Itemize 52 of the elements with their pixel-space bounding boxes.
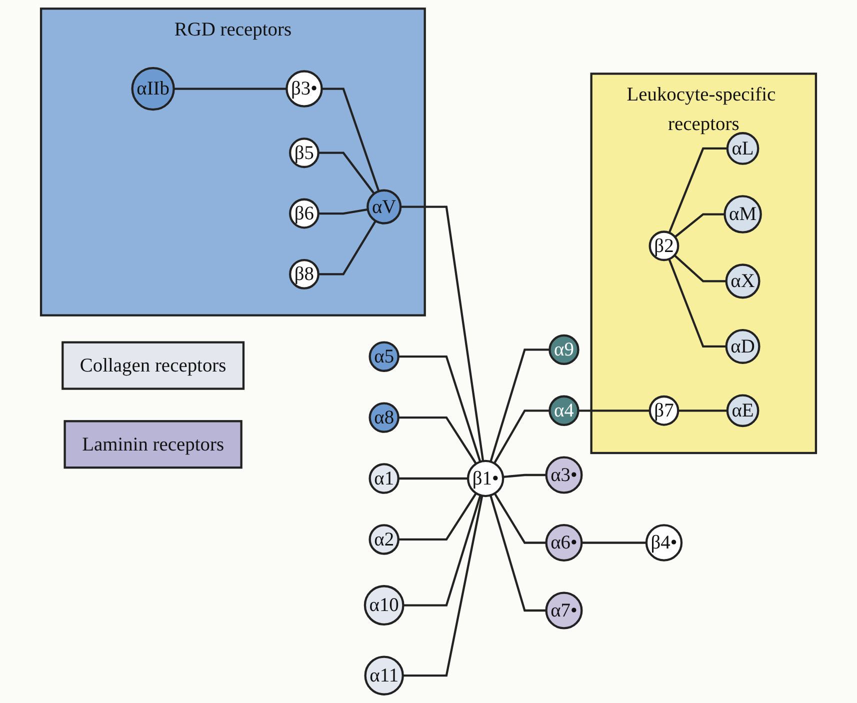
node-circle: αV [366, 189, 402, 224]
connector [674, 254, 726, 282]
connector [400, 206, 484, 462]
connector [403, 494, 482, 606]
connector [668, 147, 728, 234]
connector [490, 495, 546, 612]
node-circle: α1 [368, 463, 400, 494]
node-circle: αD [725, 328, 760, 364]
connector [678, 410, 728, 412]
connector [318, 152, 376, 194]
node-circle: α2 [368, 524, 400, 555]
node-circle: α7• [545, 592, 583, 630]
node-circle: β6 [289, 198, 320, 229]
node-circle: α8 [368, 402, 400, 433]
connector [668, 258, 726, 348]
connector [174, 88, 287, 90]
node-box: Collagen receptors [62, 341, 245, 390]
node-circle: β7 [648, 395, 680, 426]
node-circle: β5 [289, 138, 320, 168]
node-circle: β1• [466, 460, 504, 498]
node-circle: αX [725, 264, 760, 299]
node-circle: α4 [548, 395, 580, 426]
node-circle: β8 [289, 258, 320, 290]
connector [398, 492, 477, 541]
connector [578, 410, 650, 412]
connector [494, 492, 546, 544]
connector [322, 88, 380, 192]
connector [493, 410, 550, 464]
node-circle: α9 [548, 334, 580, 366]
connector [398, 416, 477, 464]
node-circle: αIIb [131, 66, 175, 111]
node-circle: α3• [545, 456, 583, 494]
node-circle: α11 [364, 656, 404, 696]
node-circle: α10 [364, 585, 404, 626]
connector [398, 356, 482, 462]
connector [318, 208, 368, 215]
connector [582, 542, 646, 544]
connector [490, 348, 550, 462]
node-circle: αE [726, 394, 760, 428]
connector [502, 474, 546, 478]
node-circle: αL [726, 132, 760, 165]
connector [318, 220, 377, 276]
node-circle: αM [724, 195, 762, 234]
node-circle: β4• [645, 524, 683, 562]
node-circle: α6• [545, 524, 583, 562]
connector [402, 496, 484, 677]
node-circle: β2 [648, 230, 680, 262]
node-circle: α5 [368, 341, 400, 372]
node-box: Laminin receptors [64, 420, 242, 469]
node-circle: β3• [286, 70, 323, 108]
connector [674, 213, 725, 238]
connector [398, 477, 468, 480]
